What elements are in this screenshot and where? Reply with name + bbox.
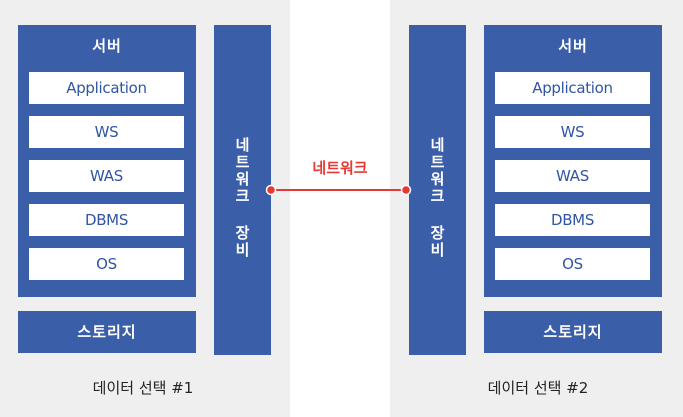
right-layer-was: WAS — [495, 160, 650, 192]
right-server-box: 서버 Application WS WAS DBMS OS — [484, 25, 662, 297]
left-layer-was: WAS — [29, 160, 184, 192]
center-divider-strip — [290, 0, 390, 417]
right-server-title: 서버 — [558, 37, 588, 55]
left-caption: 데이터 선택 #1 — [92, 379, 194, 397]
left-layer-os: OS — [29, 248, 184, 280]
right-layer-dbms: DBMS — [495, 204, 650, 236]
left-network-device-label: 네트워크 장비 — [233, 137, 251, 259]
left-layer-ws: WS — [29, 116, 184, 148]
right-caption: 데이터 선택 #2 — [487, 379, 589, 397]
network-link-right-endpoint — [400, 184, 412, 196]
right-network-device-label: 네트워크 장비 — [428, 137, 446, 259]
left-storage-box: 스토리지 — [18, 311, 196, 353]
right-layer-application: Application — [495, 72, 650, 104]
left-server-title: 서버 — [92, 37, 122, 55]
right-layer-ws: WS — [495, 116, 650, 148]
left-network-device-box: 네트워크 장비 — [214, 25, 271, 355]
network-link-left-endpoint — [265, 184, 277, 196]
left-layer-application: Application — [29, 72, 184, 104]
right-layer-os: OS — [495, 248, 650, 280]
left-layer-dbms: DBMS — [29, 204, 184, 236]
network-label: 네트워크 — [312, 159, 368, 177]
left-server-box: 서버 Application WS WAS DBMS OS — [18, 25, 196, 297]
right-network-device-box: 네트워크 장비 — [409, 25, 466, 355]
right-storage-box: 스토리지 — [484, 311, 662, 353]
